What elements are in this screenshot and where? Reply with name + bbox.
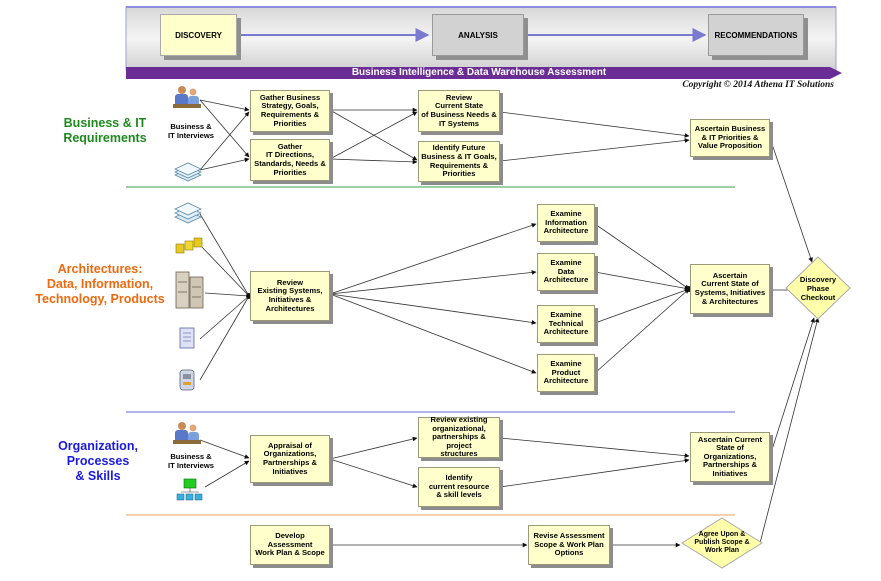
box-identify-resource: Identify current resource & skill levels [418,467,500,507]
box-ascertain-business: Ascertain Business & IT Priorities & Val… [690,119,770,157]
document-stack-icon [174,202,202,224]
box-appraisal: Appraisal of Organizations, Partnerships… [250,435,330,483]
lane-label-business: Business & IT Requirements [63,116,147,145]
box-examine-data: Examine Data Architecture [537,253,595,291]
agree-diamond [681,517,763,569]
box-examine-product: Examine Product Architecture [537,354,595,392]
phase-discovery: DISCOVERY [160,14,237,56]
checkout-diamond [785,256,851,320]
checkout-diamond-label: Discovery Phase Checkout [799,274,837,302]
box-review-org: Review existing organizational, partners… [418,415,500,458]
box-gather-business: Gather Business Strategy, Goals, Require… [250,90,330,132]
phase-analysis: ANALYSIS [432,14,524,56]
people-icon [173,86,201,108]
cube-stack-icon [175,237,203,254]
server-icon [175,271,204,309]
box-examine-tech: Examine Technical Architecture [537,305,595,343]
box-review-existing: Review Existing Systems, Initiatives & A… [250,271,330,321]
people-icon [173,422,201,444]
box-review-current: Review Current State of Business Needs &… [418,90,500,132]
copyright: Copyright © 2014 Athena IT Solutions [682,80,834,90]
interviews-label: Business & IT Interviews [167,452,214,470]
banner-title: Business Intelligence & Data Warehouse A… [351,67,607,78]
interviews-label: Business & IT Interviews [167,122,214,140]
agree-diamond-label: Agree Upon & Publish Scope & Work Plan [694,531,750,554]
document-icon [179,327,195,349]
org-chart-icon [176,478,203,501]
phase-recommendations: RECOMMENDATIONS [708,14,804,56]
banner-arrow [126,67,842,79]
database-icon [179,369,195,391]
box-revise-scope: Revise Assessment Scope & Work Plan Opti… [528,525,610,565]
box-examine-info: Examine Information Architecture [537,204,595,242]
box-gather-it: Gather IT Directions, Standards, Needs &… [250,139,330,181]
box-ascertain-org: Ascertain Current State of Organizations… [690,432,770,482]
document-stack-icon [174,162,202,182]
box-ascertain-current: Ascertain Current State of Systems, Init… [690,264,770,314]
connectors [199,99,820,548]
box-identify-future: Identify Future Business & IT Goals, Req… [418,141,500,182]
box-develop-plan: Develop Assessment Work Plan & Scope [250,525,330,565]
lane-label-architectures: Architectures: Data, Information, Techno… [35,262,165,306]
lane-label-organization: Organization, Processes & Skills [58,439,138,483]
